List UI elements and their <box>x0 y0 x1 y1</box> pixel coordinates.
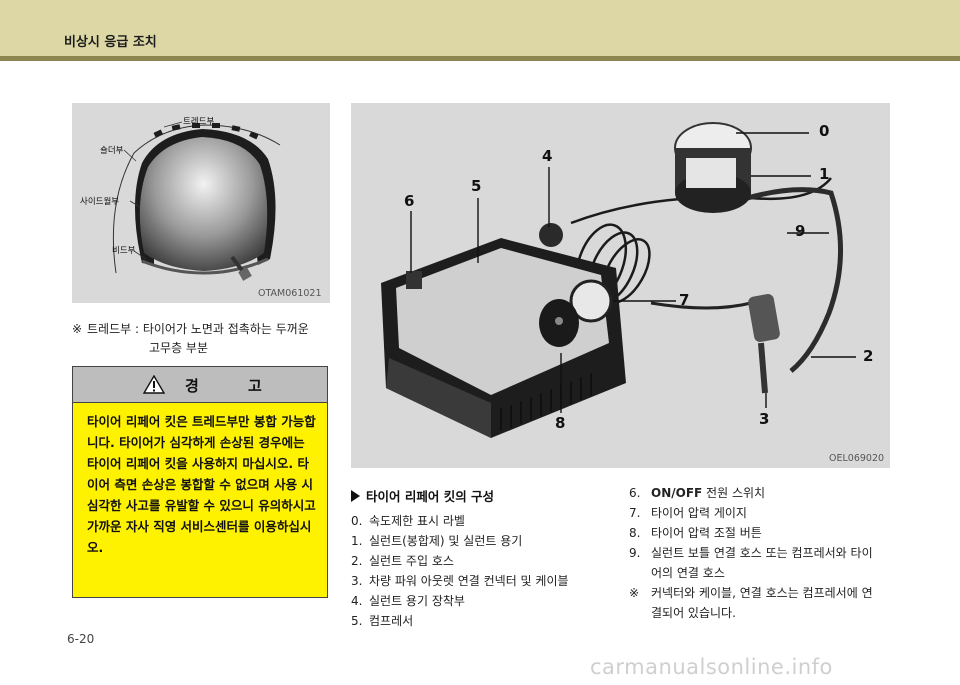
callout-9: 9 <box>795 222 806 240</box>
warning-box: 경 고 타이어 리페어 킷은 트레드부만 봉합 가능합니다. 타이어가 심각하게… <box>72 366 328 598</box>
label-tread: 트레드부 <box>183 117 215 127</box>
list-item: 1.실런트(봉합제) 및 실런트 용기 <box>351 534 523 548</box>
callout-7: 7 <box>679 291 690 309</box>
watermark: carmanualsonline.info <box>590 655 833 679</box>
callout-2: 2 <box>863 347 874 365</box>
triangle-bullet-icon <box>351 490 360 502</box>
callout-5: 5 <box>471 177 482 195</box>
list-item: ※커넥터와 케이블, 연결 호스는 컴프레서에 연 <box>629 586 873 600</box>
note-line-1: 트레드부 : 타이어가 노면과 접촉하는 두꺼운 <box>87 322 309 336</box>
component-list-left: 0.속도제한 표시 라벨 1.실런트(봉합제) 및 실런트 용기 2.실런트 주… <box>351 511 569 631</box>
header-title: 비상시 응급 조치 <box>64 35 157 50</box>
callout-0: 0 <box>819 122 830 140</box>
repair-kit-figure: 0 1 9 2 3 4 5 6 7 8 OEL069020 <box>351 103 890 468</box>
warning-title: 경 고 <box>185 377 284 395</box>
section-title: 타이어 리페어 킷의 구성 <box>351 486 494 505</box>
callout-4: 4 <box>542 147 553 165</box>
tire-cross-section-figure: 트레드부 숄더부 사이드월부 비드부 OTAM061021 <box>72 103 330 303</box>
list-item-continuation: 결되어 있습니다. <box>651 606 736 620</box>
warning-triangle-icon <box>143 375 165 394</box>
figure-code: OEL069020 <box>829 453 885 464</box>
callout-3: 3 <box>759 410 770 428</box>
section-title-text: 타이어 리페어 킷의 구성 <box>366 489 495 504</box>
list-item: 7.타이어 압력 게이지 <box>629 506 747 520</box>
label-sidewall: 사이드월부 <box>80 197 120 207</box>
label-shoulder: 숄더부 <box>100 146 124 156</box>
note-line-2: 고무층 부분 <box>149 341 209 355</box>
list-item: 3.차량 파워 아웃렛 연결 컨넥터 및 케이블 <box>351 574 569 588</box>
list-item: 2.실런트 주입 호스 <box>351 554 454 568</box>
warning-body: 타이어 리페어 킷은 트레드부만 봉합 가능합니다. 타이어가 심각하게 손상된… <box>87 414 316 555</box>
warning-header: 경 고 <box>73 367 327 403</box>
note-symbol: ※ <box>72 322 83 336</box>
tire-illustration <box>112 121 281 281</box>
repair-kit-illustration <box>381 122 856 438</box>
list-item: 5.컴프레서 <box>351 614 414 628</box>
list-item-continuation: 어의 연결 호스 <box>651 566 725 580</box>
list-item: 9.실런트 보틀 연결 호스 또는 컴프레서와 타이 <box>629 546 873 560</box>
figure-code: OTAM061021 <box>258 288 322 299</box>
label-bead: 비드부 <box>112 246 136 256</box>
list-item: 8.타이어 압력 조절 버튼 <box>629 526 762 540</box>
list-item: 4.실런트 용기 장착부 <box>351 594 465 608</box>
component-list-right: 6.ON/OFF 전원 스위치 7.타이어 압력 게이지 8.타이어 압력 조절… <box>629 483 873 623</box>
page-number: 6-20 <box>67 632 95 646</box>
callout-6: 6 <box>404 192 415 210</box>
callout-8: 8 <box>555 414 566 432</box>
list-item: 6.ON/OFF 전원 스위치 <box>629 486 766 500</box>
header-rule <box>0 56 960 61</box>
list-item: 0.속도제한 표시 라벨 <box>351 514 465 528</box>
page-header: 비상시 응급 조치 <box>0 0 960 56</box>
callout-1: 1 <box>819 165 830 183</box>
